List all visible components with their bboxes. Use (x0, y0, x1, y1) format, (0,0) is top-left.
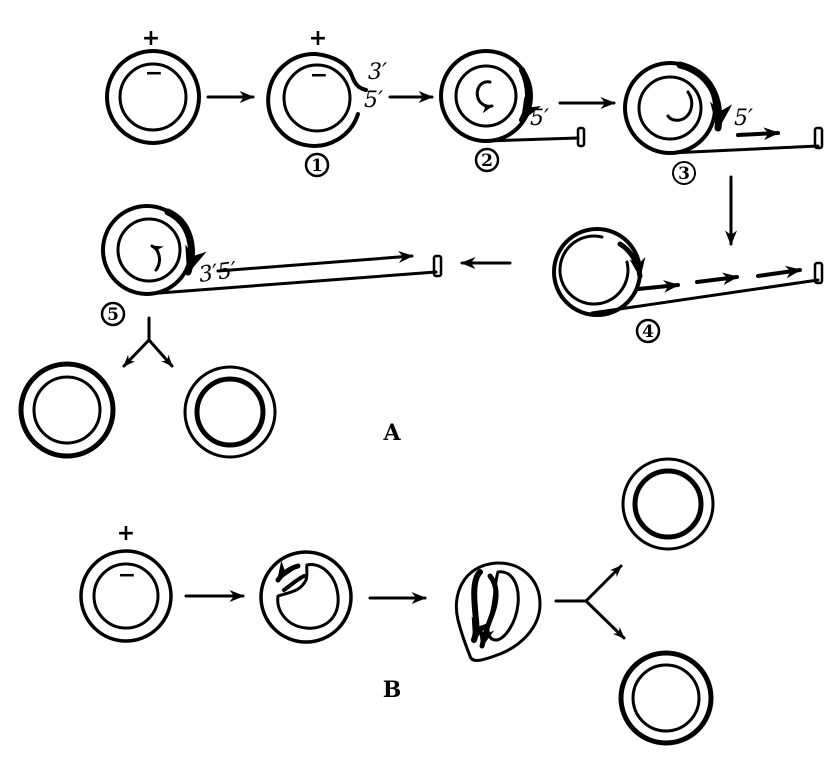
strand-exchange-arrow (471, 569, 490, 643)
new-strand-arrow (617, 241, 646, 279)
stage-5: 3′5′ 5 (100, 204, 443, 327)
inner-strand (118, 62, 188, 132)
plus-strand-label: + (309, 26, 327, 51)
inner-strand (637, 75, 703, 141)
stage-number: 5 (107, 305, 119, 325)
outer-strand (105, 49, 201, 145)
okazaki-fragment-arrow (636, 280, 680, 293)
okazaki-fragment-arrow (695, 272, 739, 286)
displaced-strand (668, 144, 820, 155)
stage-number: 4 (642, 322, 654, 342)
inner-strand (116, 217, 182, 283)
split-arrow-b (554, 564, 626, 640)
strand-end-cap (576, 126, 586, 148)
strand-end-cap (432, 254, 443, 278)
stage-4: 4 (552, 227, 824, 344)
panel-b: + − (79, 457, 715, 746)
five-prime-label: 5′ (530, 106, 549, 131)
okazaki-fragment-arrow (756, 265, 802, 279)
branch-migration-arrow-2 (282, 574, 306, 592)
panel-a-label: A (382, 420, 401, 446)
end-labels: 3′5′ (197, 258, 238, 288)
displaced-strand (590, 278, 820, 315)
inner-strand (454, 64, 518, 128)
branch-migration-arrow (275, 560, 301, 583)
outer-strand-nicked (266, 51, 368, 148)
plus-strand-label: + (142, 26, 160, 51)
stage-number-circle (635, 318, 661, 344)
outer-strand (79, 549, 173, 643)
panel-a: + − + − 3′ 5′ 1 5′ 2 (18, 26, 824, 459)
new-strand-arrow (519, 67, 542, 123)
daughter-duplex-b-top (621, 457, 715, 551)
synthesis-arrow (736, 127, 780, 141)
stage-number: 1 (311, 156, 323, 176)
strand-end-cap (813, 126, 824, 150)
stage-2: 5′ 2 (439, 49, 586, 173)
stage-number-circle (100, 301, 126, 327)
new-strand-arrow (676, 61, 733, 132)
daughter-duplex-b-bottom (618, 650, 714, 746)
stage-number: 3 (678, 164, 690, 184)
inner-strand-partial (558, 234, 630, 306)
five-prime-label: 5′ (364, 88, 383, 113)
split-arrow-a (122, 316, 174, 368)
stage-number: 2 (481, 151, 493, 171)
rotation-arrow (150, 244, 164, 272)
strand-end-cap (813, 261, 824, 285)
displaced-strand (144, 270, 438, 296)
minus-strand-label: − (145, 61, 163, 86)
daughter-duplex-a-right (183, 365, 277, 459)
plus-strand-label: + (117, 521, 135, 546)
inner-strand-displaced (276, 563, 340, 630)
minus-strand-label: − (118, 563, 136, 588)
strand-exchange-arrow-2 (478, 573, 499, 649)
inner-strand (282, 63, 352, 133)
panel-b-label: B (383, 677, 402, 703)
daughter-duplex-a-left (18, 361, 116, 459)
stage-3: 5′ 3 (623, 61, 824, 185)
parent-duplex-a: + − (105, 26, 201, 145)
three-prime-label: 3′ (368, 60, 387, 85)
displaced-strand (484, 136, 580, 143)
minus-strand-label: − (310, 63, 328, 88)
outer-strand-distorted (454, 561, 542, 662)
outer-strand (259, 550, 353, 644)
stage-1: + − 3′ 5′ 1 (266, 26, 387, 178)
stage-number-circle (304, 152, 330, 178)
stage-number-circle (474, 147, 500, 173)
parent-duplex-b: + − (79, 521, 173, 643)
completed-strand-arrow (216, 251, 414, 273)
stage-number-circle (672, 161, 696, 185)
five-prime-label: 5′ (734, 106, 753, 131)
new-strand-arrow (164, 208, 207, 276)
b-intermediate-2 (454, 561, 542, 662)
rotation-arrow (475, 80, 494, 114)
rotation-arrow (666, 90, 694, 122)
b-intermediate-1 (259, 550, 353, 644)
inner-strand (92, 562, 160, 630)
